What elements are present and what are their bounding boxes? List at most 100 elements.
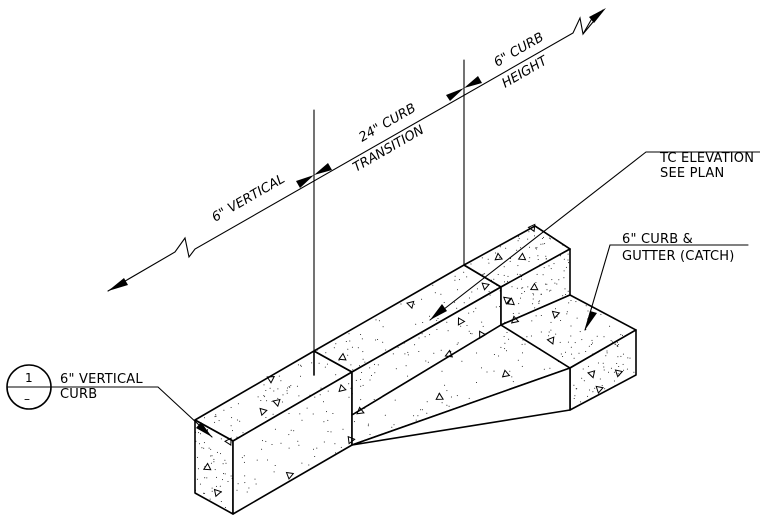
stipple-dot	[232, 499, 234, 501]
stipple-dot	[427, 361, 429, 363]
stipple-dot	[516, 287, 518, 289]
stipple-dot	[364, 407, 366, 409]
stipple-dot	[541, 238, 543, 239]
stipple-dot	[578, 352, 580, 354]
stipple-dot	[230, 407, 232, 408]
stipple-dot	[614, 385, 616, 387]
stipple-dot	[570, 335, 572, 337]
stipple-dot	[521, 343, 523, 345]
stipple-dot	[532, 293, 534, 295]
stipple-dot	[211, 455, 213, 457]
stipple-dot	[563, 277, 565, 279]
stipple-dot	[614, 343, 616, 345]
stipple-dot	[362, 351, 364, 353]
stipple-dot	[334, 443, 336, 445]
stipple-dot	[529, 257, 531, 259]
stipple-dot	[255, 483, 257, 485]
stipple-dot	[288, 434, 290, 436]
stipple-dot	[550, 321, 552, 323]
stipple-dot	[271, 401, 273, 402]
stipple-dot	[266, 400, 268, 402]
aggregate-triangle	[457, 317, 466, 326]
stipple-dot	[433, 352, 435, 354]
stipple-dot	[596, 335, 598, 337]
stipple-dot	[384, 414, 386, 416]
stipple-dot	[282, 394, 284, 396]
stipple-dot	[570, 325, 572, 327]
stipple-dot	[456, 307, 458, 309]
aggregate-triangle	[347, 435, 356, 445]
gutter-pan-side	[351, 367, 571, 446]
stipple-dot	[476, 352, 478, 354]
stipple-dot	[508, 338, 510, 340]
stipple-dot	[273, 471, 275, 473]
detail-bubble-number: 1	[25, 371, 33, 385]
stipple-dot	[517, 265, 519, 267]
stipple-dot	[333, 347, 335, 349]
stipple-dot	[208, 447, 210, 449]
stipple-dot	[601, 385, 603, 387]
stipple-dot	[230, 425, 232, 427]
stipple-dot	[521, 232, 523, 234]
stipple-dot	[296, 385, 298, 387]
stipple-dot	[324, 366, 326, 368]
arrowhead-right	[589, 8, 606, 23]
stipple-dot	[622, 353, 624, 355]
stipple-dot	[421, 409, 423, 411]
stipple-dot	[503, 336, 505, 337]
stipple-dot	[265, 390, 267, 391]
stipple-dot	[482, 273, 484, 275]
stipple-dot	[581, 339, 583, 341]
stipple-dot	[450, 396, 452, 398]
stipple-dot	[274, 428, 276, 430]
stipple-dot	[214, 503, 216, 505]
stipple-dot	[437, 318, 439, 319]
stipple-dot	[522, 352, 523, 354]
stipple-dot	[602, 362, 604, 364]
aggregate-triangle	[224, 437, 232, 447]
stipple-dot	[504, 281, 505, 283]
stipple-dot	[219, 485, 221, 487]
stipple-dot	[362, 358, 364, 360]
stipple-dot	[617, 341, 618, 343]
stipple-dot	[562, 356, 564, 357]
stipple-dot	[369, 367, 371, 369]
stipple-dot	[293, 430, 295, 432]
stipple-dot	[199, 483, 201, 485]
stipple-dot	[542, 274, 544, 276]
stipple-dot	[323, 441, 325, 443]
stipple-dot	[300, 365, 302, 367]
stipple-dot	[298, 395, 300, 397]
stipple-dot	[629, 357, 631, 359]
stipple-dot	[566, 311, 568, 313]
stipple-dot	[385, 349, 387, 351]
stipple-dot	[236, 436, 238, 438]
stipple-dot	[557, 361, 559, 363]
stipple-dot	[503, 274, 505, 276]
stipple-dot	[440, 293, 442, 295]
stipple-dot	[213, 458, 215, 460]
stipple-dot	[209, 498, 211, 500]
stipple-dot	[524, 343, 526, 345]
stipple-dot	[213, 461, 215, 463]
stipple-dot	[603, 366, 605, 368]
stipple-dot	[441, 402, 443, 404]
stipple-dot	[521, 293, 523, 294]
stipple-dot	[271, 444, 273, 445]
stipple-dot	[590, 344, 592, 345]
stipple-dot	[591, 339, 593, 341]
stipple-dot	[198, 432, 200, 434]
stipple-dot	[532, 298, 534, 300]
stipple-dot	[520, 247, 522, 249]
stipple-dot	[503, 326, 505, 328]
stipple-dot	[413, 415, 415, 417]
stipple-dot	[493, 278, 495, 280]
stipple-dot	[207, 429, 208, 431]
stipple-dot	[400, 303, 402, 305]
stipple-dot	[576, 388, 578, 390]
stipple-dot	[589, 389, 590, 391]
stipple-dot	[261, 448, 263, 450]
stipple-dot	[326, 363, 328, 365]
stipple-dot	[537, 255, 539, 257]
stipple-dot	[352, 369, 354, 371]
